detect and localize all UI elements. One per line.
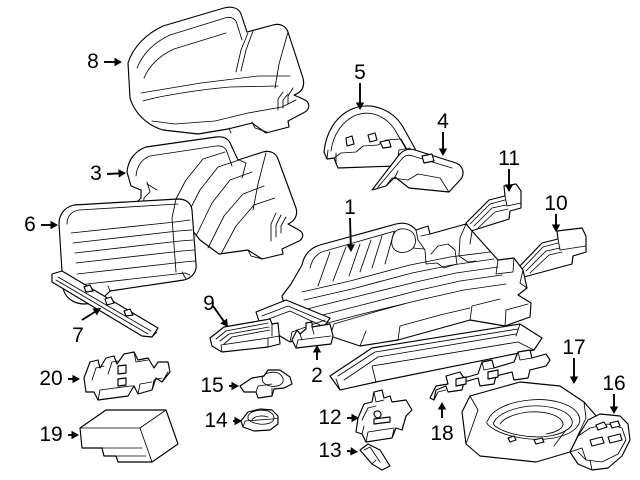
part-wire-harness-bracket [83,351,171,401]
part-seat-switch-bracket [355,389,413,443]
callout-arrowhead [551,224,561,232]
callout-arrowhead [71,430,79,440]
callout-arrowhead [220,318,228,327]
callout-8: 8 [87,50,122,73]
callout-number-13: 13 [318,439,341,462]
callout-arrowhead [118,169,126,178]
callout-leader-line [349,217,352,245]
part-seat-cushion-pad [126,136,304,260]
callout-2: 2 [311,345,323,387]
callout-arrowhead [234,416,242,426]
callout-number-9: 9 [203,292,215,315]
part-track-rail-trim [429,349,551,401]
callout-15: 15 [200,374,239,397]
part-rail-trim-left [465,183,522,232]
part-small-clip [359,443,391,471]
callout-6: 6 [24,213,58,236]
callout-9: 9 [203,292,228,327]
callout-14: 14 [204,409,242,432]
callout-arrowhead [351,413,359,423]
part-small-bracket-cover [291,321,334,349]
callout-number-1: 1 [344,196,356,219]
callout-number-2: 2 [311,364,323,387]
callout-number-17: 17 [562,336,585,359]
callout-number-20: 20 [39,367,62,390]
part-seat-cushion-cover [127,6,310,135]
callout-arrowhead [114,57,122,67]
callout-7: 7 [72,308,101,347]
callout-arrowhead [609,406,619,414]
callout-arrowhead [355,102,365,110]
callout-number-10: 10 [544,192,567,215]
callout-number-12: 12 [318,406,341,429]
callout-5: 5 [354,61,366,110]
callout-arrowhead [92,308,101,316]
callout-16: 16 [602,372,626,414]
callout-4: 4 [437,110,449,156]
callout-leader-line [81,311,96,321]
callout-number-16: 16 [602,372,625,395]
part-switch-assembly [569,413,631,471]
part-seat-frame-pan [255,222,543,391]
part-rail-cover-left [209,318,281,353]
callout-number-6: 6 [24,213,36,236]
part-side-shield-panel [461,381,599,463]
callout-arrowhead [438,148,448,156]
callout-10: 10 [544,192,568,232]
part-rail-trim-right [517,227,587,278]
callout-17: 17 [562,336,586,384]
callout-arrowhead [437,402,447,410]
callout-number-8: 8 [87,50,99,73]
callout-3: 3 [90,162,126,185]
callout-number-7: 7 [72,324,84,347]
callout-1: 1 [344,196,356,252]
callout-12: 12 [318,406,359,429]
callout-arrowhead [72,374,80,384]
callout-19: 19 [39,423,79,446]
callout-number-11: 11 [498,147,520,170]
part-trim-molding-strip [51,270,159,338]
callout-arrowhead [50,220,58,230]
callout-arrowhead [312,345,322,353]
part-lever-handle [239,369,293,399]
callout-number-15: 15 [200,374,223,397]
callout-number-14: 14 [204,409,228,432]
callout-arrowhead [569,376,579,384]
callout-number-5: 5 [354,61,366,84]
callout-arrowhead [350,447,358,456]
callout-leader-line [106,172,119,175]
callout-number-4: 4 [437,110,449,133]
callout-number-19: 19 [39,423,62,446]
callout-arrowhead [504,184,514,192]
callout-number-18: 18 [430,422,453,445]
part-side-trim-panel [371,148,464,193]
callout-arrowhead [346,244,355,252]
callout-11: 11 [498,147,520,192]
callout-arrowhead [231,381,239,391]
part-seat-back-bolster [58,198,197,305]
part-round-knob [240,408,279,432]
callout-13: 13 [318,439,358,462]
callout-leader-line [212,305,225,322]
callout-20: 20 [39,367,80,390]
callout-number-3: 3 [90,162,102,185]
part-control-module [79,409,179,463]
callout-18: 18 [430,402,454,445]
